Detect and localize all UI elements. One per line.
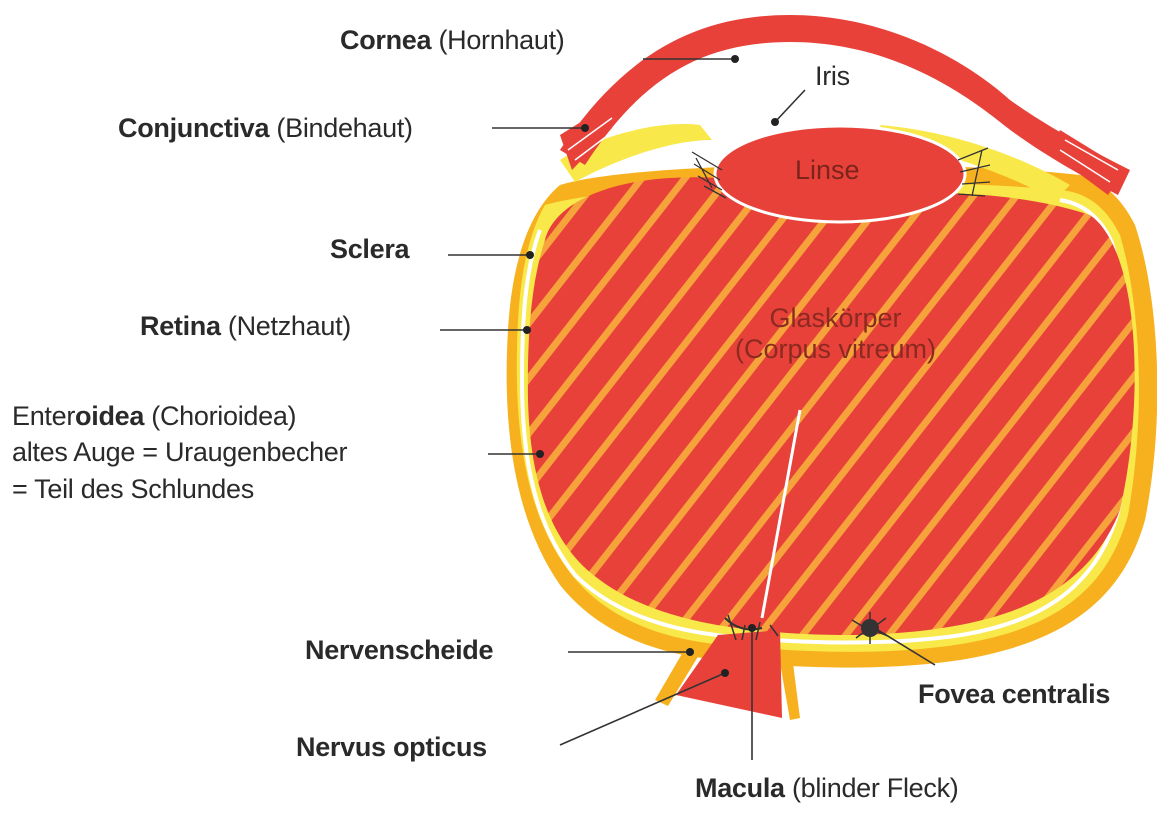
macula-label: Macula (blinder Fleck) <box>695 772 958 804</box>
nervus-opticus-label: Nervus opticus <box>296 731 487 763</box>
macula-label-main: Macula <box>695 773 785 803</box>
fovea-label: Fovea centralis <box>918 678 1110 710</box>
cornea-label-main: Cornea <box>340 25 431 55</box>
vitreous-label-main: Glaskörper <box>735 303 936 334</box>
enteroidea-label: Enteroidea (Chorioidea) altes Auge = Ura… <box>12 398 347 507</box>
cornea-label: Cornea (Hornhaut) <box>340 24 565 56</box>
nervus-opticus-label-main: Nervus opticus <box>296 732 487 762</box>
nervenscheide-label: Nervenscheide <box>305 634 493 666</box>
enteroidea-label-line1: Enteroidea (Chorioidea) <box>12 398 347 434</box>
sclera-label-main: Sclera <box>330 234 409 264</box>
enteroidea-label-main-a: Enter <box>12 401 75 431</box>
fovea-label-main: Fovea centralis <box>918 679 1110 709</box>
conjunctiva-label: Conjunctiva (Bindehaut) <box>118 112 413 144</box>
cornea-label-sub: (Hornhaut) <box>438 25 564 55</box>
retina-label: Retina (Netzhaut) <box>140 310 351 342</box>
enteroidea-label-line3: = Teil des Schlundes <box>12 471 347 507</box>
conjunctiva-label-main: Conjunctiva <box>118 113 269 143</box>
retina-label-main: Retina <box>140 311 221 341</box>
vitreous-label: Glaskörper (Corpus vitreum) <box>735 303 936 365</box>
enteroidea-label-sub: (Chorioidea) <box>151 401 296 431</box>
lens-label: Linse <box>795 155 860 186</box>
enteroidea-label-main-b: oidea <box>75 401 144 431</box>
iris-label-main: Iris <box>815 61 850 91</box>
sclera-label: Sclera <box>330 233 409 265</box>
enteroidea-label-line2: altes Auge = Uraugenbecher <box>12 434 347 470</box>
retina-label-sub: (Netzhaut) <box>228 311 351 341</box>
iris-label: Iris <box>815 60 850 92</box>
macula-label-sub: (blinder Fleck) <box>792 773 959 803</box>
vitreous-label-sub: (Corpus vitreum) <box>735 334 936 365</box>
nervenscheide-label-main: Nervenscheide <box>305 635 493 665</box>
conjunctiva-label-sub: (Bindehaut) <box>276 113 412 143</box>
